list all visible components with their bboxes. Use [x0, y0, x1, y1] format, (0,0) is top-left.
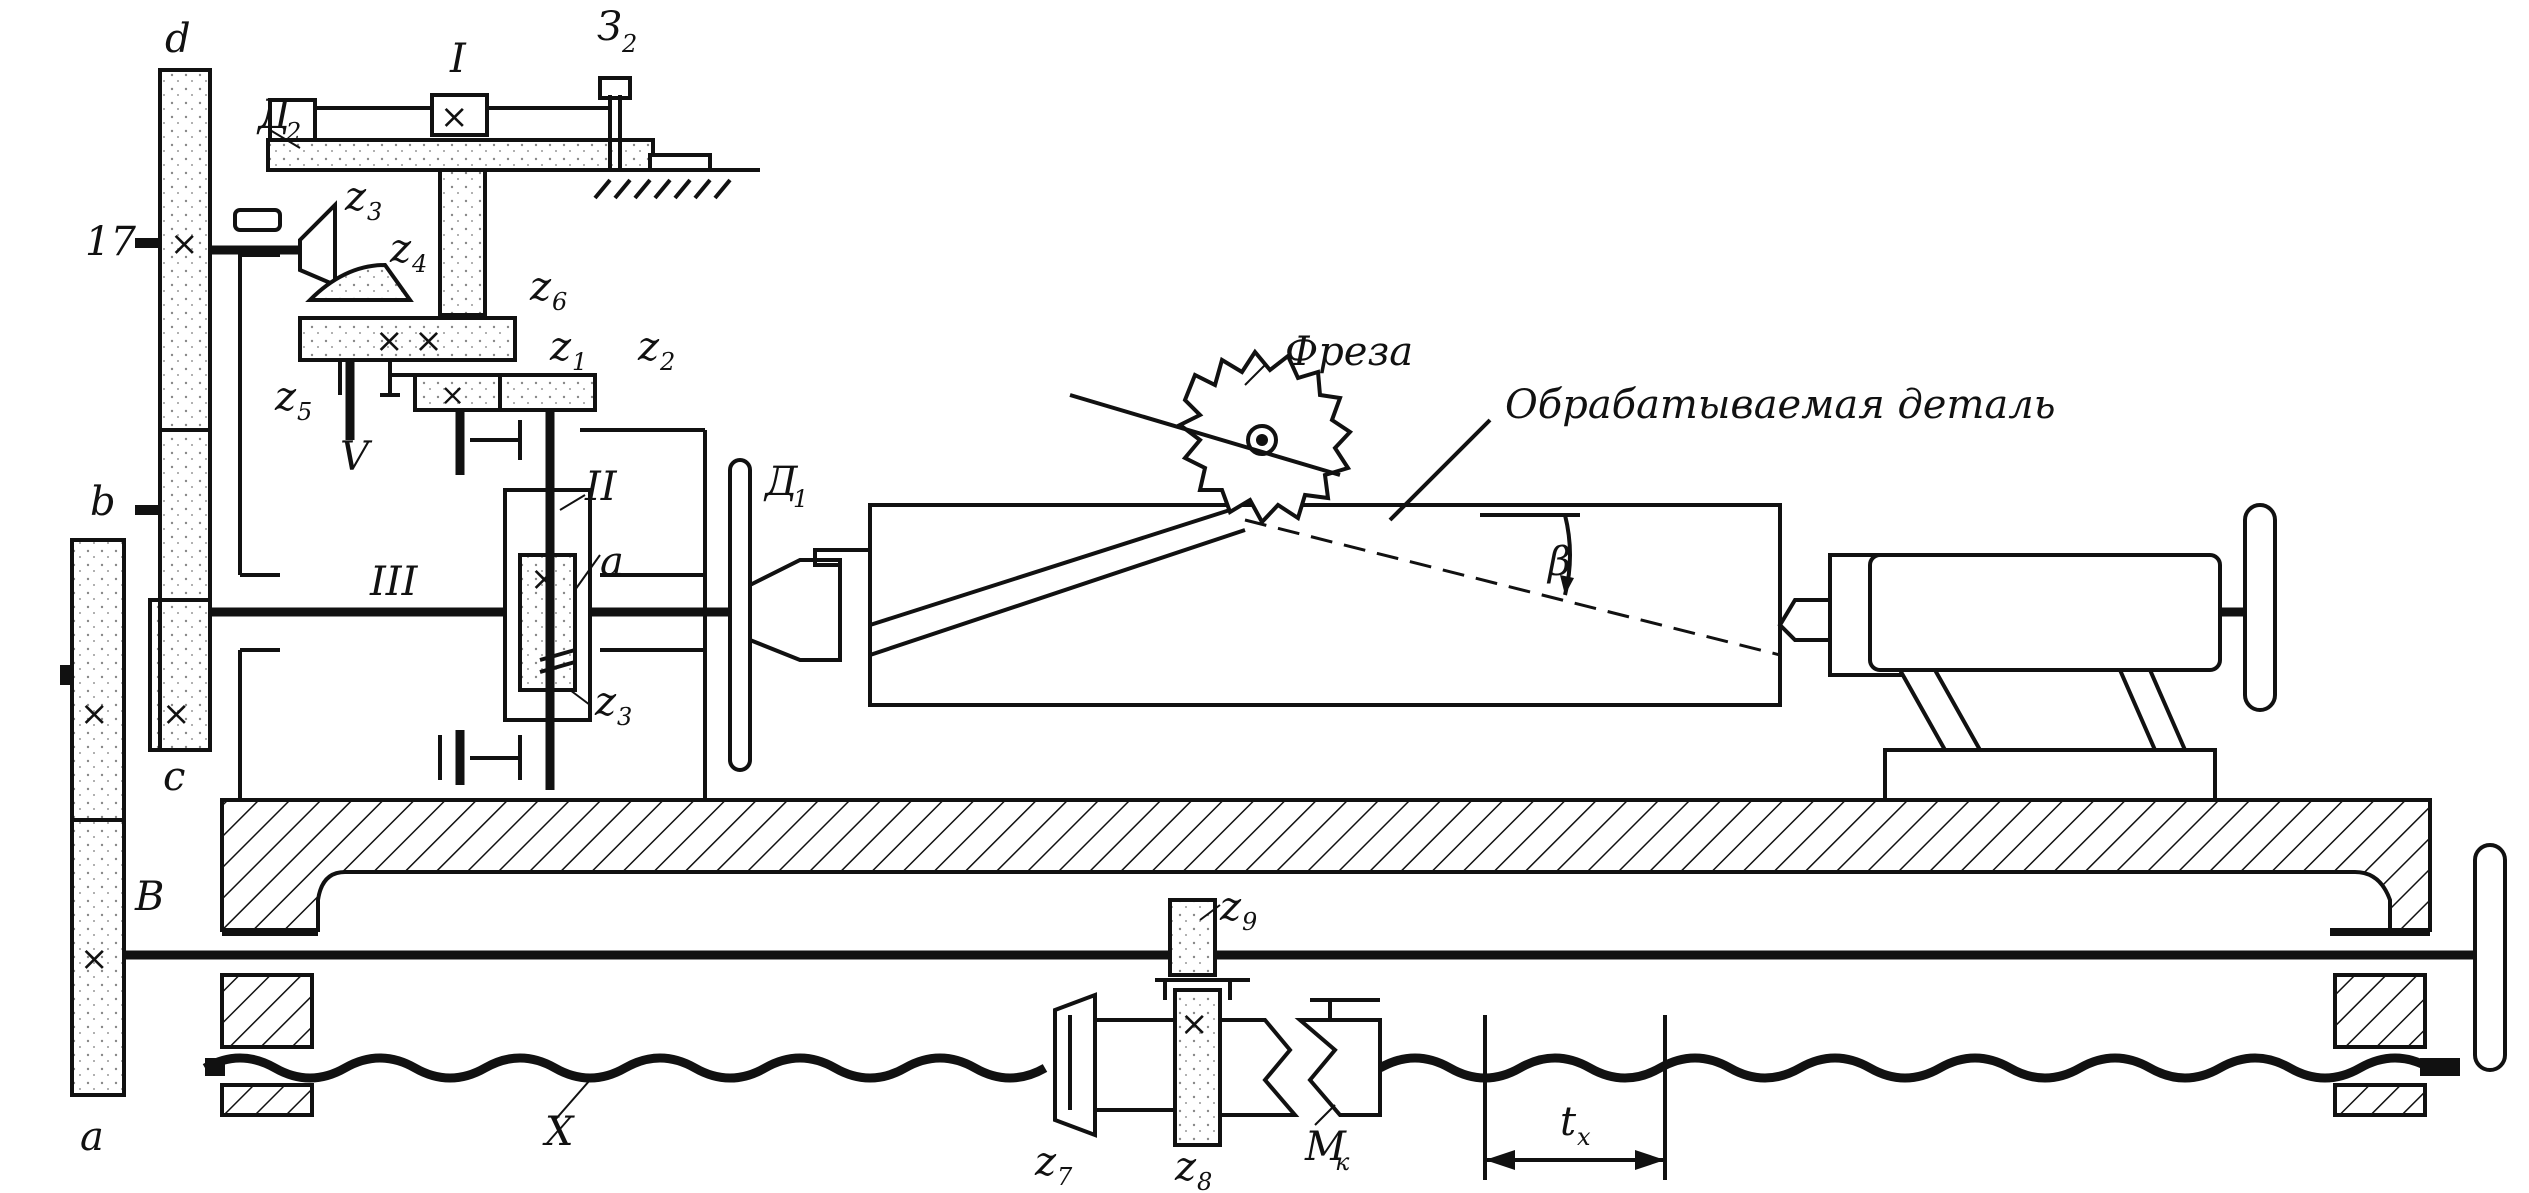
svg-text:×: × — [162, 694, 191, 734]
label-z5: z — [274, 374, 297, 420]
label-a-worm: a — [600, 539, 624, 585]
svg-text:1: 1 — [793, 485, 808, 513]
label-c: c — [163, 754, 185, 800]
label-II: II — [584, 464, 618, 510]
label-V: V — [340, 434, 373, 480]
table-D2 — [266, 138, 655, 172]
svg-text:5: 5 — [297, 398, 312, 426]
labels: d b c a 17 Д 2 I З 2 z 3 z 4 z 6 z 1 z 2… — [80, 4, 2056, 1193]
label-tx: t — [1560, 1099, 1577, 1145]
label-beta: β — [1546, 539, 1571, 585]
gear-z9 — [1168, 898, 1217, 977]
helix-line — [1244, 518, 1781, 657]
svg-text:2: 2 — [659, 348, 675, 376]
svg-text:×: × — [170, 224, 199, 264]
label-z9: z — [1219, 884, 1242, 930]
machine-bed — [220, 798, 2432, 936]
svg-text:3: 3 — [617, 703, 632, 731]
cutter — [1069, 348, 1354, 526]
lead-screw-X — [202, 1053, 2433, 1083]
dividing-disk-D1 — [728, 458, 752, 772]
svg-text:x: x — [1577, 1123, 1591, 1151]
label-freza: Фреза — [1285, 329, 1413, 375]
label-a: a — [80, 1114, 104, 1160]
svg-text:×: × — [80, 939, 109, 979]
clutch-Mk — [1218, 998, 1382, 1117]
label-z2: z — [637, 324, 660, 370]
gear-z8-hub — [1093, 1018, 1177, 1112]
gear-z5 — [298, 316, 517, 362]
label-z4: z — [389, 226, 412, 272]
label-z7: z — [1034, 1139, 1057, 1185]
svg-text:1: 1 — [572, 348, 587, 376]
tailstock — [1777, 503, 2277, 802]
lower-bearings — [220, 973, 2427, 1117]
label-z6: z — [529, 264, 552, 310]
label-III: III — [369, 559, 419, 605]
pitch-dimension — [1483, 1015, 1667, 1180]
label-D2: Д — [256, 92, 292, 138]
label-z8: z — [1174, 1144, 1197, 1190]
svg-text:6: 6 — [552, 288, 567, 316]
gear-z4 — [438, 168, 487, 317]
gear-b — [70, 538, 126, 822]
housing-outline — [238, 253, 707, 800]
label-z-worm: z — [594, 679, 617, 725]
svg-text:8: 8 — [1197, 1168, 1212, 1193]
svg-text:9: 9 — [1242, 908, 1257, 936]
label-d: d — [165, 16, 191, 62]
leader-lines — [269, 129, 1336, 1126]
gear-z2 — [498, 373, 597, 412]
gear-z7 — [1053, 992, 1097, 1138]
bevel-gear — [305, 262, 414, 302]
svg-text:2: 2 — [621, 30, 637, 58]
svg-text:×: × — [440, 97, 469, 137]
gear-d — [158, 68, 212, 752]
label-Mk: M — [1304, 1124, 1347, 1170]
label-I: I — [449, 36, 467, 82]
label-17: 17 — [85, 219, 136, 265]
svg-text:× ×: × × — [375, 321, 443, 361]
svg-text:×: × — [80, 694, 109, 734]
svg-text:2: 2 — [285, 118, 301, 146]
label-z1: z — [549, 324, 572, 370]
svg-text:×: × — [1180, 1004, 1209, 1044]
label-Z2: З — [597, 4, 622, 50]
gear-z8 — [1173, 988, 1222, 1147]
label-b: b — [90, 479, 116, 525]
label-z3: z — [344, 174, 367, 220]
svg-text:4: 4 — [411, 250, 427, 278]
svg-text:к: к — [1335, 1148, 1350, 1176]
label-D1: Д — [763, 459, 799, 505]
gear-z3 — [298, 200, 337, 289]
workpiece — [868, 503, 1782, 707]
svg-text:×: × — [440, 378, 465, 413]
label-workpiece: Обрабатываемая деталь — [1505, 382, 2056, 428]
handwheel-right — [2473, 843, 2507, 1072]
svg-text:7: 7 — [1057, 1163, 1073, 1191]
label-B: B — [134, 874, 164, 920]
headstock-center — [748, 558, 842, 662]
svg-text:3: 3 — [367, 198, 382, 226]
